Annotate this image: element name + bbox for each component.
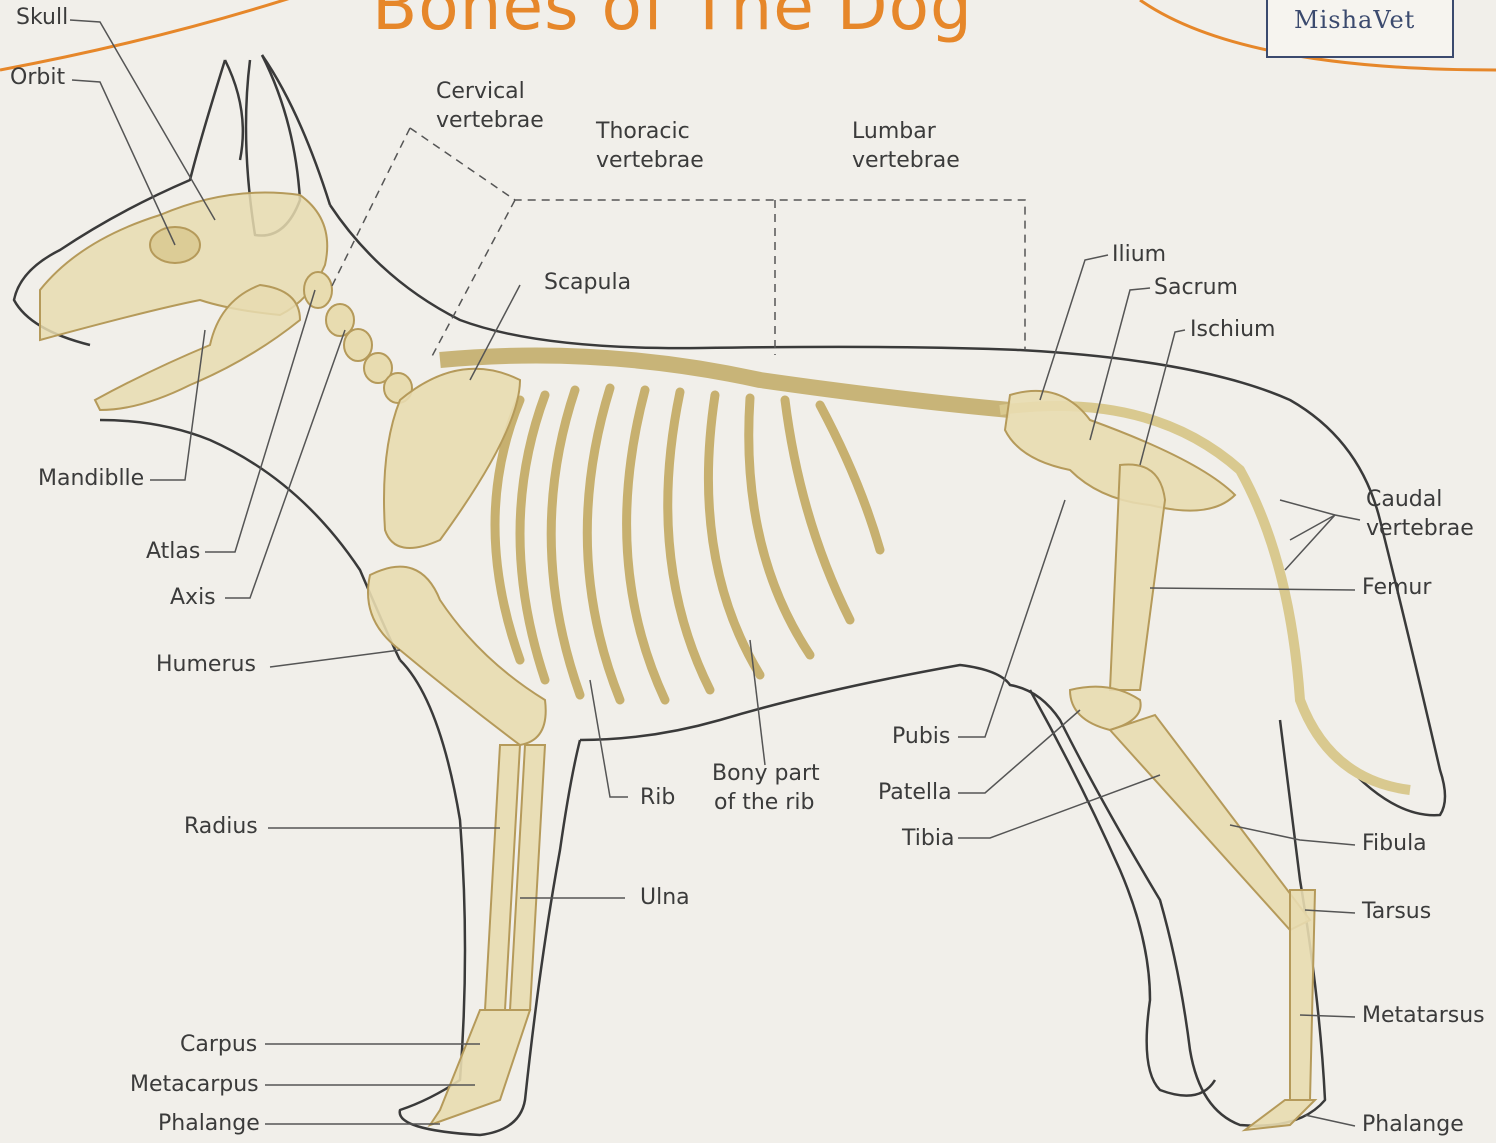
label-sacrum: Sacrum [1154, 274, 1238, 302]
label-phalange-front: Phalange [158, 1110, 260, 1138]
cervical-vertebrae-bones [304, 272, 412, 403]
label-tibia: Tibia [902, 825, 954, 853]
label-scapula: Scapula [544, 269, 631, 297]
label-thoracic-2: vertebrae [596, 147, 704, 175]
label-tarsus: Tarsus [1362, 898, 1431, 926]
label-orbit: Orbit [10, 64, 65, 92]
label-carpus: Carpus [180, 1031, 257, 1059]
label-lumbar-2: vertebrae [852, 147, 960, 175]
rib-cage [495, 388, 880, 700]
label-cervical-1: Cervical [436, 78, 525, 106]
label-mandible: Mandiblle [38, 465, 144, 493]
label-thoracic-1: Thoracic [596, 118, 690, 146]
skull-bones [40, 193, 327, 411]
label-atlas: Atlas [146, 538, 200, 566]
label-cervical-2: vertebrae [436, 107, 544, 135]
label-ulna: Ulna [640, 884, 690, 912]
label-femur: Femur [1362, 574, 1431, 602]
label-lumbar-1: Lumbar [852, 118, 936, 146]
label-radius: Radius [184, 813, 258, 841]
label-axis: Axis [170, 584, 216, 612]
label-caudal-2: vertebrae [1366, 515, 1474, 543]
label-phalange-hind: Phalange [1362, 1111, 1464, 1139]
label-metacarpus: Metacarpus [130, 1071, 259, 1099]
label-rib: Rib [640, 784, 675, 812]
diagram-title: Bones of The Dog [372, 0, 973, 45]
label-patella: Patella [878, 779, 952, 807]
label-ilium: Ilium [1112, 241, 1166, 269]
label-metatarsus: Metatarsus [1362, 1002, 1485, 1030]
logo-text: MishaVet [1294, 6, 1415, 34]
label-humerus: Humerus [156, 651, 256, 679]
label-bony-rib-1: Bony part [712, 760, 820, 788]
label-skull: Skull [16, 4, 68, 32]
label-caudal-1: Caudal [1366, 486, 1442, 514]
label-ischium: Ischium [1190, 316, 1275, 344]
label-fibula: Fibula [1362, 830, 1427, 858]
label-bony-rib-2: of the rib [714, 789, 814, 817]
label-pubis: Pubis [892, 723, 950, 751]
hind-leg-bones [1005, 391, 1315, 1130]
